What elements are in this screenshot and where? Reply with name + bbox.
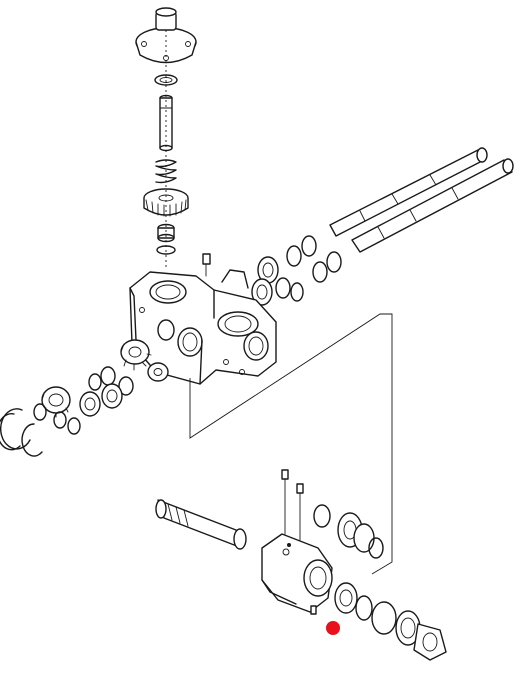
compression-spring (155, 159, 177, 184)
small-bolt-pair (281, 469, 304, 541)
final-drive-housing (261, 533, 333, 613)
output-washer-stack (355, 595, 421, 646)
upper-shaft (159, 94, 173, 152)
small-pin (310, 605, 317, 615)
main-housing (129, 269, 277, 385)
top-cap-flange (135, 7, 197, 64)
left-washer-set (33, 403, 81, 435)
housing-bolt (202, 253, 211, 277)
output-end-flange (413, 623, 447, 661)
left-gear-small (147, 362, 169, 382)
shaft-bearing-lower (251, 278, 273, 306)
axle-shaft-lower (351, 158, 514, 253)
assembly-leader-line (189, 313, 393, 575)
red-marker-dot (326, 621, 340, 635)
axle-shaft-upper (329, 147, 488, 237)
gear-bushing (157, 223, 175, 243)
left-gear-large (120, 339, 152, 371)
left-bearing-pair (79, 383, 123, 417)
circlip-outer (0, 408, 43, 457)
upper-bearing-stack (313, 504, 384, 559)
output-bearing (334, 582, 358, 614)
shaft-ring-set (275, 235, 342, 302)
splined-output-shaft (155, 499, 247, 550)
